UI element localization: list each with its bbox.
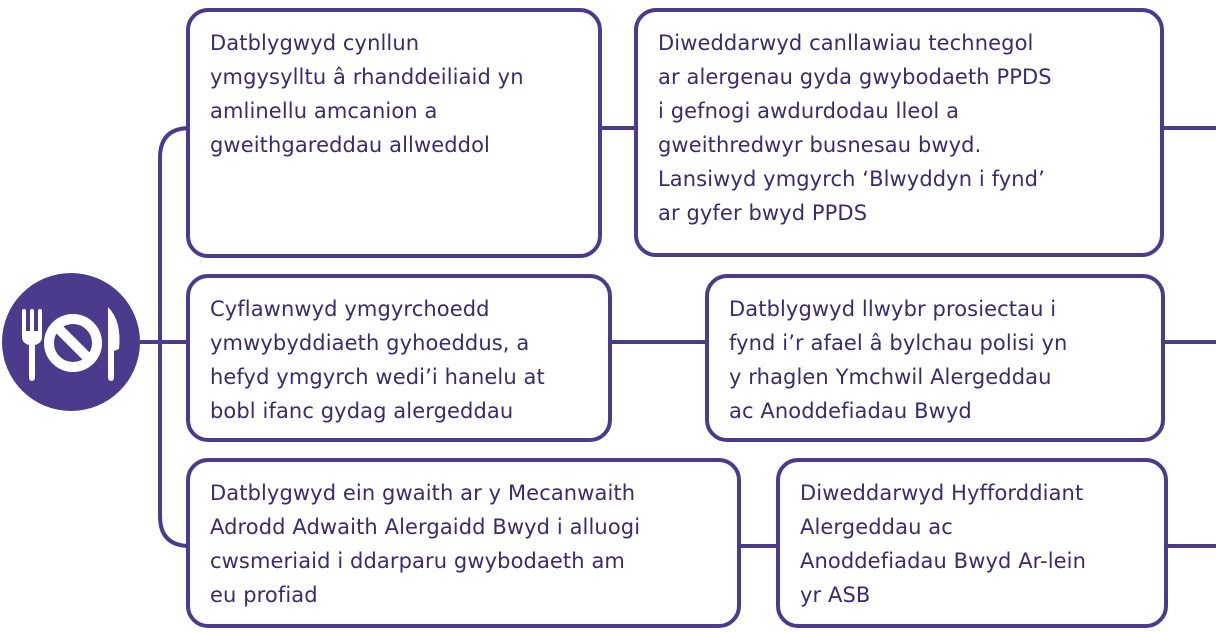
milestone-box-research-pathway: Datblygwyd llwybr prosiectau i fynd i’r … (705, 274, 1165, 442)
milestone-box-awareness-campaigns: Cyflawnwyd ymgyrchoedd ymwybyddiaeth gyh… (186, 274, 612, 442)
milestone-box-technical-guidance: Diweddarwyd canllawiau technegol ar aler… (634, 8, 1164, 257)
milestone-box-reporting-mechanism: Datblygwyd ein gwaith ar y Mecanwaith Ad… (186, 458, 741, 628)
spine-line (158, 126, 191, 548)
no-food-icon (2, 273, 140, 411)
milestone-box-online-training: Diweddarwyd Hyfforddiant Alergeddau ac A… (776, 458, 1168, 628)
milestone-box-stakeholder-plan: Datblygwyd cynllun ymgysylltu â rhanddei… (186, 8, 602, 258)
